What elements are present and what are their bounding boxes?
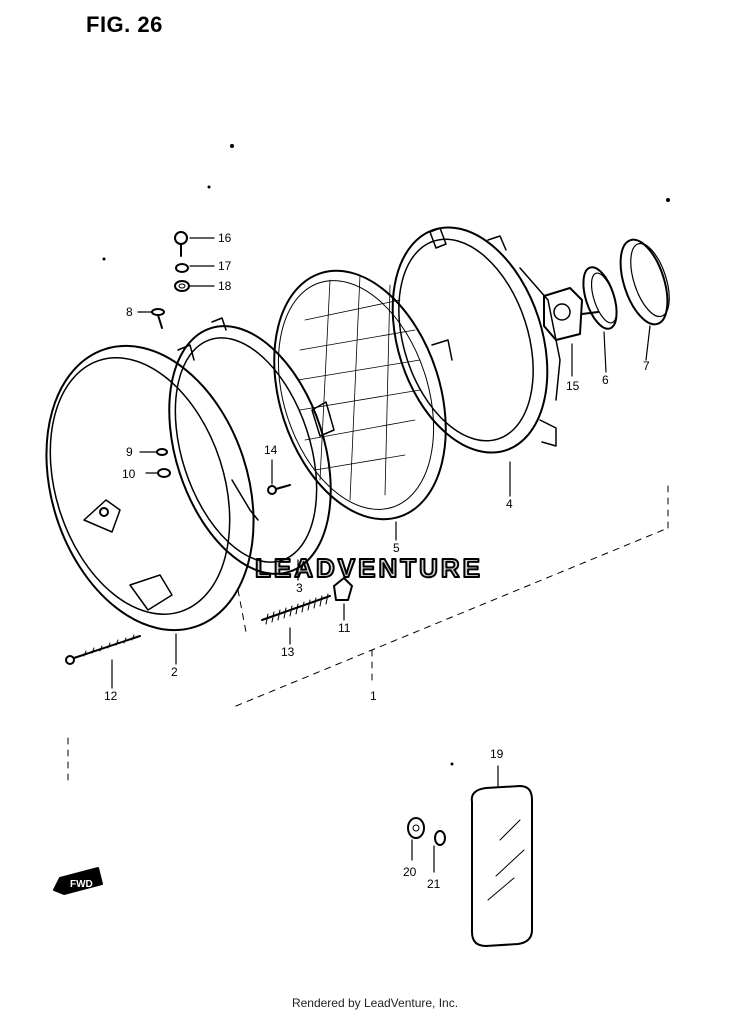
reflector-19 — [470, 785, 533, 947]
callout-7: 7 — [643, 359, 650, 373]
callout-13: 13 — [281, 645, 295, 659]
callout-21: 21 — [427, 877, 441, 891]
callout-10: 10 — [122, 467, 136, 481]
bulb-socket — [543, 287, 599, 341]
sealed-beam-unit — [273, 269, 453, 521]
footer-credit: Rendered by LeadVenture, Inc. — [291, 996, 459, 1010]
headlight-rim — [45, 344, 255, 632]
nut-10 — [157, 468, 171, 478]
screw-8 — [151, 308, 165, 329]
adjusting-screw-12 — [65, 634, 141, 665]
callout-9: 9 — [126, 445, 133, 459]
retaining-ring — [582, 266, 618, 330]
callout-8: 8 — [126, 305, 133, 319]
nut-11 — [333, 577, 353, 601]
spring-13 — [261, 593, 331, 625]
callout-16: 16 — [218, 231, 232, 245]
callout-labels: 1 2 3 4 5 6 7 8 9 10 11 12 13 14 15 16 1… — [104, 231, 650, 891]
screw-16 — [174, 231, 188, 257]
grommet-20 — [407, 817, 425, 839]
callout-20: 20 — [403, 865, 417, 879]
svg-text:FWD: FWD — [70, 879, 93, 890]
callout-19: 19 — [490, 747, 504, 761]
callout-11: 11 — [338, 621, 351, 635]
callout-2: 2 — [171, 665, 178, 679]
callout-14: 14 — [264, 443, 278, 457]
callout-6: 6 — [602, 373, 609, 387]
nut-18 — [174, 280, 190, 292]
watermark-text: LEADVENTURE — [255, 553, 483, 583]
assembly-outline — [67, 483, 669, 781]
mounting-ring — [168, 317, 332, 575]
callout-4: 4 — [506, 497, 513, 511]
callout-18: 18 — [218, 279, 232, 293]
callout-15: 15 — [566, 379, 580, 393]
socket-cover — [619, 238, 670, 326]
nut-21 — [434, 830, 446, 846]
callout-17: 17 — [218, 259, 232, 273]
callout-5: 5 — [393, 541, 400, 555]
leader-lines — [111, 237, 651, 873]
callout-12: 12 — [104, 689, 118, 703]
callout-3: 3 — [296, 581, 303, 595]
figure-title: FIG. 26 — [86, 12, 163, 37]
print-specks — [102, 144, 670, 766]
screw-14 — [267, 484, 291, 495]
callout-1: 1 — [370, 689, 377, 703]
washer-9 — [156, 448, 168, 456]
fwd-direction-marker: FWD — [53, 867, 103, 895]
headlight-housing — [391, 226, 561, 454]
washer-17 — [175, 263, 189, 273]
